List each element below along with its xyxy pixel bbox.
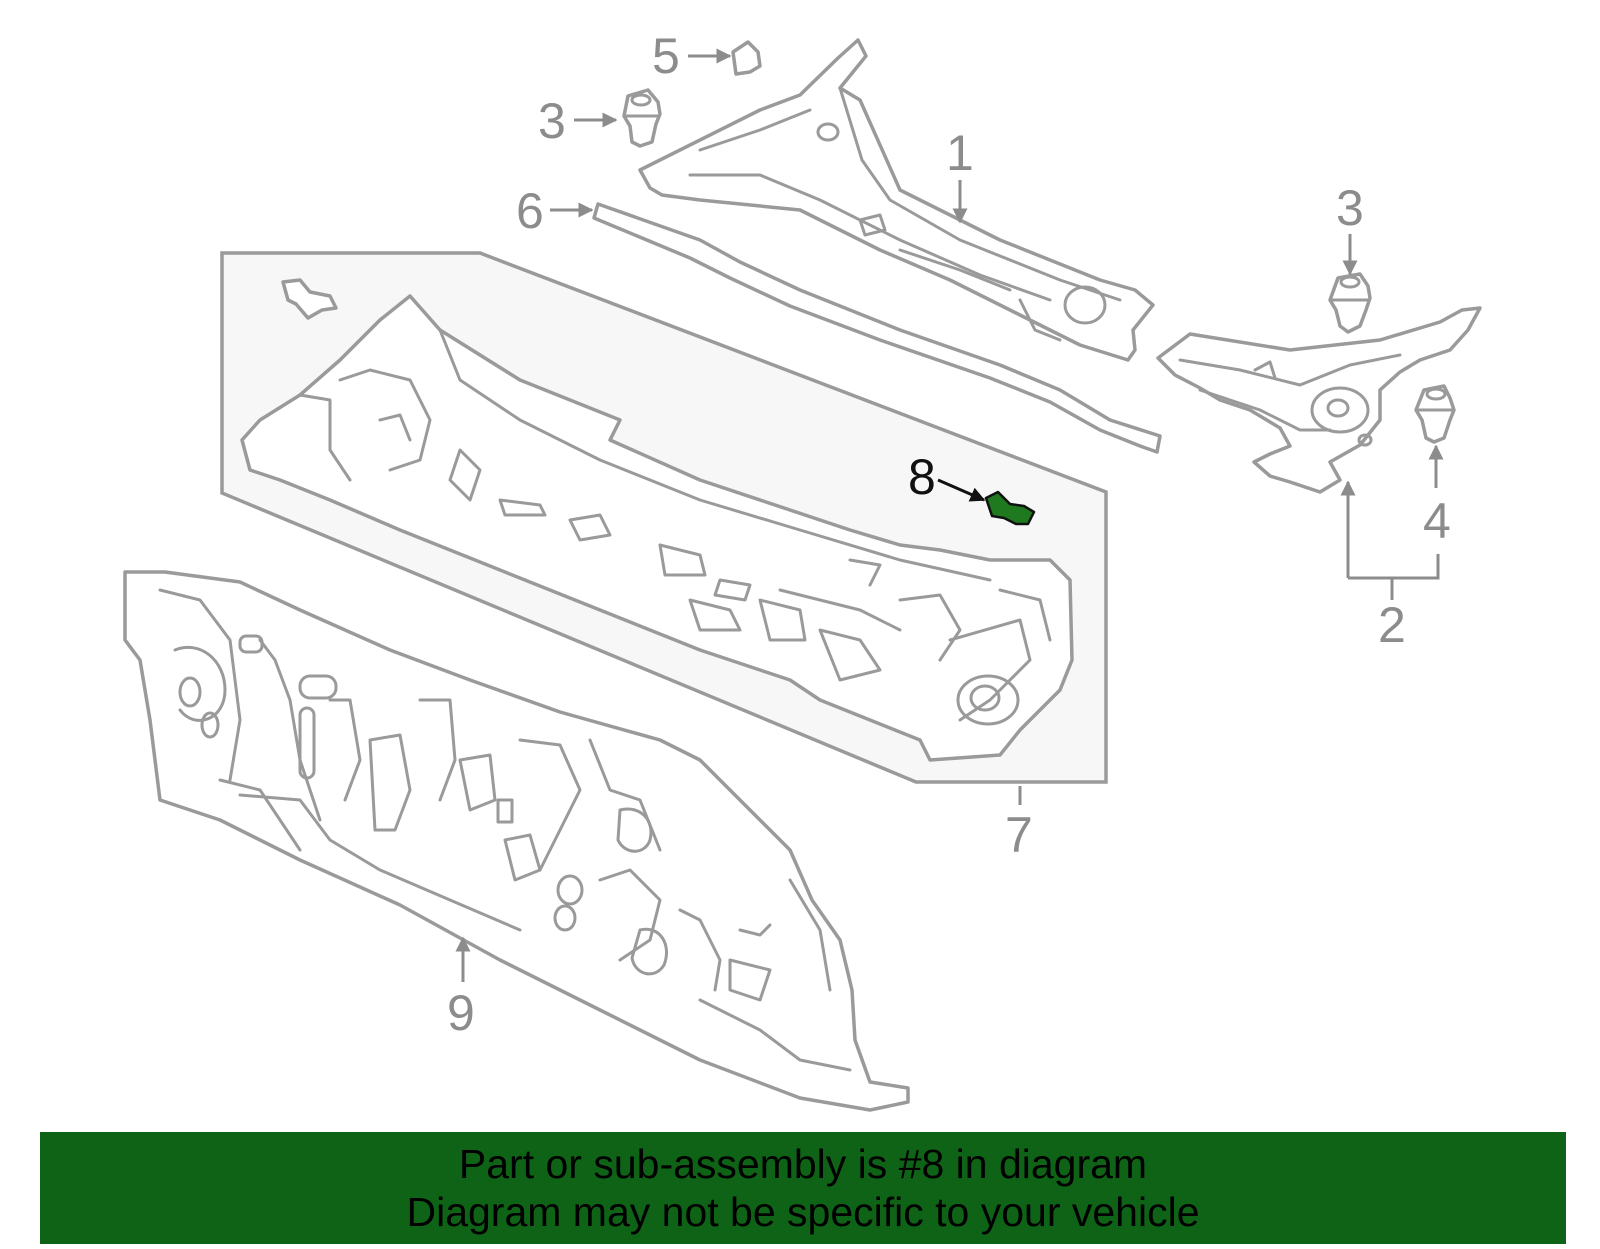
- callout-1: 1: [946, 125, 974, 181]
- callout-4: 4: [1423, 493, 1451, 549]
- part-2-cowl-side: [1156, 306, 1482, 494]
- callout-2: 2: [1378, 597, 1406, 653]
- callout-7: 7: [1005, 807, 1033, 863]
- callout-3-right: 3: [1336, 180, 1364, 236]
- part-7-lower-cowl: [240, 294, 1074, 762]
- callout-6: 6: [516, 183, 544, 239]
- part-1-upper-cowl-top: [638, 38, 1155, 362]
- part-6-seal-strip: [592, 202, 1162, 454]
- small-clip-part: [281, 278, 338, 320]
- part-4-clip: [1414, 384, 1456, 444]
- part-8-highlighted-bracket: [984, 490, 1036, 526]
- part-3-clip-right: [1328, 272, 1372, 334]
- info-banner: Part or sub-assembly is #8 in diagram Di…: [40, 1132, 1566, 1244]
- banner-line-1: Part or sub-assembly is #8 in diagram: [458, 1141, 1148, 1187]
- banner-line-2: Diagram may not be specific to your vehi…: [406, 1189, 1200, 1235]
- part-3-clip-left: [622, 88, 662, 148]
- callout-9: 9: [447, 985, 475, 1041]
- part-9-dash-panel: [123, 570, 910, 1112]
- part-5-cap: [731, 40, 762, 76]
- leader-lines: [455, 48, 1444, 982]
- callout-5: 5: [652, 28, 680, 84]
- callout-8: 8: [908, 449, 936, 505]
- callout-3-left: 3: [538, 93, 566, 149]
